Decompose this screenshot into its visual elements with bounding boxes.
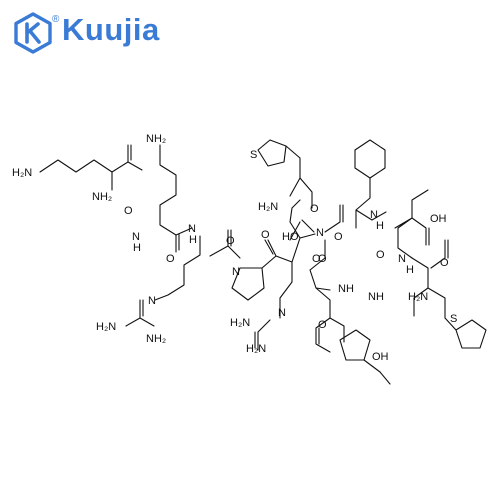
k-hexagon-logo-icon bbox=[14, 12, 52, 54]
thio2-amine bbox=[413, 239, 449, 317]
arg1-carbonyl bbox=[209, 229, 241, 259]
arg1-guanidino bbox=[125, 299, 155, 327]
ser-chain bbox=[394, 189, 430, 259]
label-n-arg2: N bbox=[278, 307, 286, 319]
label-h-lys1: H bbox=[133, 242, 141, 254]
label-o-lys1: O bbox=[124, 205, 133, 217]
lys2-to-arg1 bbox=[175, 227, 193, 236]
bonds bbox=[39, 139, 487, 385]
label-o-thio2: O bbox=[440, 257, 449, 269]
label-o-ser: O bbox=[376, 249, 385, 261]
label-n-lys2: N bbox=[188, 223, 196, 235]
label-h-hyp: H bbox=[376, 291, 384, 303]
label-ho-acid: HO bbox=[282, 231, 299, 243]
label-s-thio1: S bbox=[250, 149, 257, 161]
registered-mark: ® bbox=[52, 14, 60, 25]
pro-ring bbox=[231, 267, 265, 301]
label-n-arg1: N bbox=[148, 295, 156, 307]
label-o-center: O bbox=[312, 253, 321, 265]
atom-labels: H₂N NH₂ N H O NH₂ N H O N H₂N NH₂ N O O … bbox=[12, 133, 457, 363]
label-h-ser: H bbox=[406, 264, 414, 276]
n-center-bonds bbox=[309, 204, 344, 291]
hyp-carbonyl bbox=[315, 317, 331, 353]
label-n-gly: N bbox=[338, 283, 346, 295]
thiophene1-ring bbox=[257, 139, 287, 167]
label-h-phe: H bbox=[376, 220, 384, 232]
brand-logo[interactable]: ® Kuujia bbox=[12, 10, 212, 56]
phenyl-ring bbox=[354, 139, 386, 179]
label-o-pro: O bbox=[226, 235, 235, 247]
label-n-ser: N bbox=[398, 253, 406, 265]
label-s-thio2: S bbox=[450, 313, 457, 325]
thiophene2-ring bbox=[455, 319, 487, 349]
thiophene1-link bbox=[285, 145, 301, 197]
label-h2n-left: H₂N bbox=[12, 167, 32, 179]
label-h2n-arg2a: H₂N bbox=[230, 317, 250, 329]
label-h2n-arg2b: H₂N bbox=[246, 343, 266, 355]
lys2-chain bbox=[159, 144, 180, 253]
phenyl-link bbox=[355, 177, 387, 229]
label-nh2-lys2: NH₂ bbox=[146, 133, 166, 145]
label-oh-ser: OH bbox=[430, 213, 447, 225]
label-o-ket: O bbox=[261, 229, 270, 241]
label-o-acid: O bbox=[310, 203, 319, 215]
label-o-gly: O bbox=[318, 253, 327, 265]
gly-chain bbox=[315, 287, 345, 343]
pro-carbonyl bbox=[261, 239, 293, 269]
label-o-lys2: O bbox=[166, 253, 175, 265]
label-h2n-thio1: H₂N bbox=[258, 201, 278, 213]
label-o-hyp: O bbox=[318, 319, 327, 331]
label-h-gly: H bbox=[346, 283, 354, 295]
label-n-pro: N bbox=[232, 266, 240, 278]
label-nh2-arg1b: NH₂ bbox=[146, 333, 166, 345]
label-h2n-thio2: H₂N bbox=[408, 291, 428, 303]
label-n-hyp: N bbox=[368, 291, 376, 303]
label-oh-hyp: OH bbox=[372, 351, 389, 363]
lys1-chain bbox=[39, 159, 113, 173]
label-h2n-arg1a: H₂N bbox=[96, 321, 116, 333]
label-nh2-lys1: NH₂ bbox=[92, 191, 112, 203]
acid-group bbox=[289, 219, 315, 241]
arg2-guanidino bbox=[254, 319, 271, 351]
label-n-center: N bbox=[316, 227, 324, 239]
hyp-oh bbox=[363, 359, 391, 385]
label-n-phe: N bbox=[370, 209, 378, 221]
hyp-ring bbox=[339, 329, 371, 361]
arg1-chain bbox=[154, 235, 201, 301]
label-n-lys1: N bbox=[132, 231, 140, 243]
label-o-phe: O bbox=[334, 231, 343, 243]
thio2-chain bbox=[411, 257, 457, 331]
label-h-lys2: H bbox=[189, 234, 197, 246]
lys1-backbone bbox=[111, 144, 143, 191]
thio1-amine bbox=[299, 177, 313, 209]
brand-name: Kuujia bbox=[62, 12, 160, 47]
